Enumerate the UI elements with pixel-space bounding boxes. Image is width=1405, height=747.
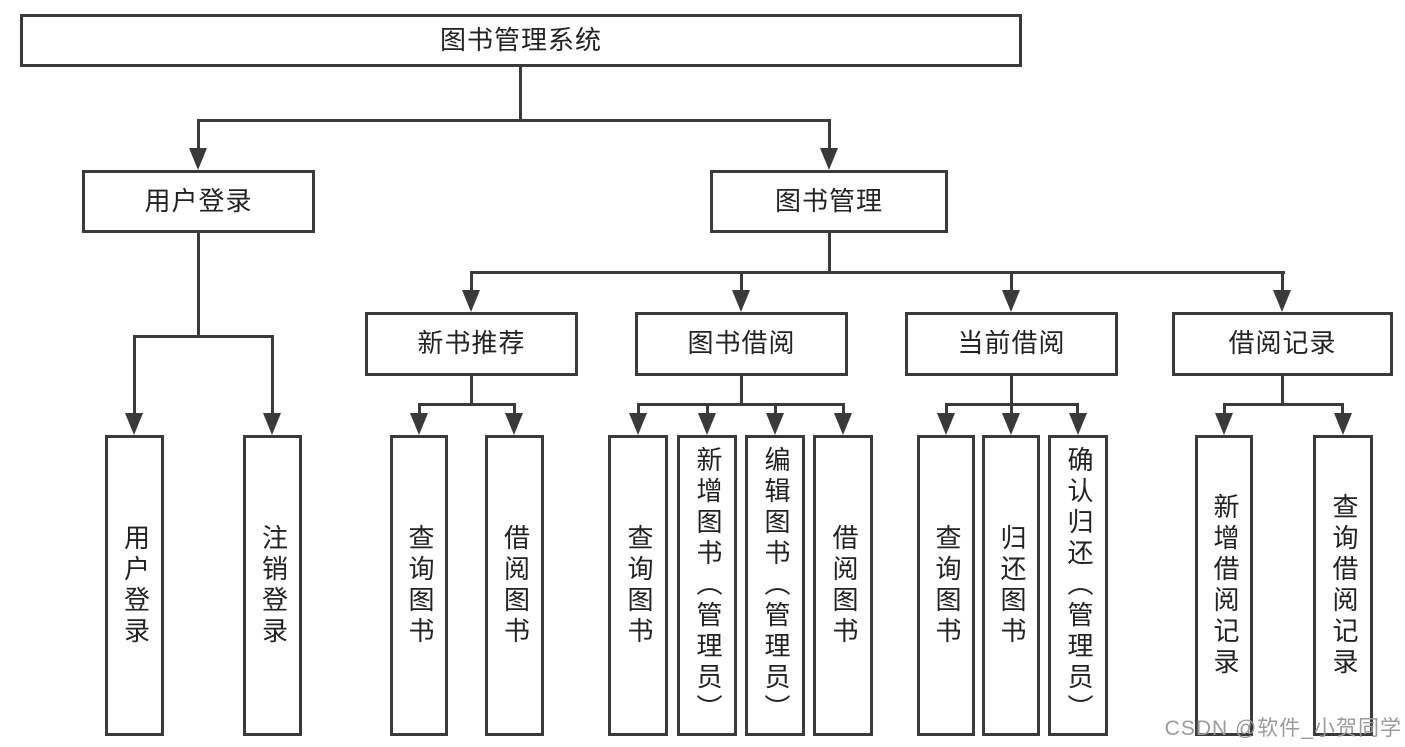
node-query-books-recommend: 查询图书 bbox=[390, 435, 448, 736]
node-new-book-recommendation: 新书推荐 bbox=[365, 312, 578, 376]
node-label-query-borrowing-record: 查询借阅记录 bbox=[1328, 492, 1359, 679]
node-label-confirm-return-admin: 确认归还（管理员） bbox=[1063, 446, 1094, 725]
connector-line bbox=[1281, 271, 1284, 295]
connector-line bbox=[740, 271, 743, 295]
node-user-login-branch: 用户登录 bbox=[82, 170, 315, 233]
connector-line bbox=[637, 403, 845, 406]
arrow-down-icon bbox=[1273, 290, 1291, 312]
csdn-watermark: CSDN @软件_小贺同学 bbox=[1164, 717, 1402, 740]
node-label-return-books: 归还图书 bbox=[996, 523, 1027, 648]
node-add-books-admin: 新增图书（管理员） bbox=[677, 435, 737, 736]
connector-line bbox=[133, 335, 274, 338]
connector-line bbox=[1341, 403, 1344, 418]
connector-line bbox=[1010, 375, 1013, 406]
node-logout-login: 注销登录 bbox=[243, 435, 302, 736]
node-label-borrow-books-recommend: 借阅图书 bbox=[500, 523, 531, 648]
connector-line bbox=[418, 403, 516, 406]
node-query-books-borrowing: 查询图书 bbox=[608, 435, 668, 736]
node-label-new-book-recommendation: 新书推荐 bbox=[417, 328, 526, 359]
arrow-down-icon bbox=[505, 413, 523, 435]
arrow-down-icon bbox=[1002, 290, 1020, 312]
node-current-borrowing: 当前借阅 bbox=[905, 312, 1118, 376]
connector-line bbox=[197, 232, 200, 338]
connector-line bbox=[470, 271, 473, 295]
node-user-login: 用户登录 bbox=[105, 435, 164, 736]
node-add-borrowing-record: 新增借阅记录 bbox=[1195, 435, 1253, 736]
node-query-borrowing-record: 查询借阅记录 bbox=[1313, 435, 1373, 736]
connector-line bbox=[519, 66, 522, 122]
connector-line bbox=[740, 375, 743, 406]
connector-line bbox=[470, 375, 473, 406]
node-label-book-management-branch: 图书管理 bbox=[774, 185, 883, 216]
node-label-borrowing-records: 借阅记录 bbox=[1228, 328, 1337, 359]
connector-line bbox=[774, 403, 777, 418]
node-label-add-borrowing-record: 新增借阅记录 bbox=[1209, 492, 1240, 679]
connector-line bbox=[945, 403, 948, 418]
node-label-current-borrowing: 当前借阅 bbox=[957, 328, 1066, 359]
node-return-books: 归还图书 bbox=[982, 435, 1040, 736]
arrow-down-icon bbox=[629, 413, 647, 435]
node-label-query-books-current: 查询图书 bbox=[931, 523, 962, 648]
connector-line bbox=[513, 403, 516, 418]
node-system-root: 图书管理系统 bbox=[20, 14, 1022, 67]
node-label-book-borrowing: 图书借阅 bbox=[687, 328, 796, 359]
node-book-management-branch: 图书管理 bbox=[710, 170, 948, 233]
arrow-down-icon bbox=[1334, 413, 1352, 435]
arrow-down-icon bbox=[410, 413, 428, 435]
node-label-query-books-borrowing: 查询图书 bbox=[623, 523, 654, 648]
node-label-add-books-admin: 新增图书（管理员） bbox=[692, 446, 723, 725]
arrow-down-icon bbox=[1215, 413, 1233, 435]
connector-line bbox=[197, 119, 831, 122]
node-query-books-current: 查询图书 bbox=[917, 435, 975, 736]
arrow-down-icon bbox=[766, 413, 784, 435]
node-confirm-return-admin: 确认归还（管理员） bbox=[1048, 435, 1108, 736]
node-label-logout-login: 注销登录 bbox=[258, 523, 289, 648]
connector-line bbox=[1010, 403, 1013, 418]
arrow-down-icon bbox=[834, 413, 852, 435]
node-label-user-login: 用户登录 bbox=[120, 523, 151, 648]
node-label-edit-books-admin: 编辑图书（管理员） bbox=[760, 446, 791, 725]
node-label-borrow-books-borrowing: 借阅图书 bbox=[828, 523, 859, 648]
connector-line bbox=[271, 335, 274, 418]
arrow-down-icon bbox=[189, 148, 207, 170]
connector-line bbox=[418, 403, 421, 418]
arrow-down-icon bbox=[1002, 413, 1020, 435]
arrow-down-icon bbox=[698, 413, 716, 435]
node-label-user-login-branch: 用户登录 bbox=[144, 185, 253, 216]
connector-line bbox=[197, 119, 200, 153]
connector-line bbox=[637, 403, 640, 418]
node-edit-books-admin: 编辑图书（管理员） bbox=[745, 435, 805, 736]
connector-line bbox=[470, 271, 1285, 274]
node-label-system-root: 图书管理系统 bbox=[439, 24, 602, 55]
connector-line bbox=[842, 403, 845, 418]
connector-line bbox=[1223, 403, 1344, 406]
arrow-down-icon bbox=[263, 413, 281, 435]
node-borrow-books-borrowing: 借阅图书 bbox=[813, 435, 873, 736]
arrow-down-icon bbox=[732, 290, 750, 312]
arrow-down-icon bbox=[937, 413, 955, 435]
connector-line bbox=[1076, 403, 1079, 418]
arrow-down-icon bbox=[462, 290, 480, 312]
node-label-query-books-recommend: 查询图书 bbox=[404, 523, 435, 648]
arrow-down-icon bbox=[125, 413, 143, 435]
node-book-borrowing: 图书借阅 bbox=[635, 312, 848, 376]
connector-line bbox=[133, 335, 136, 418]
connector-line bbox=[828, 232, 831, 274]
node-borrowing-records: 借阅记录 bbox=[1172, 312, 1393, 376]
connector-line bbox=[1223, 403, 1226, 418]
connector-line bbox=[828, 119, 831, 153]
arrow-down-icon bbox=[820, 148, 838, 170]
connector-line bbox=[1010, 271, 1013, 295]
connector-line bbox=[706, 403, 709, 418]
arrow-down-icon bbox=[1069, 413, 1087, 435]
node-borrow-books-recommend: 借阅图书 bbox=[485, 435, 544, 736]
connector-line bbox=[1281, 375, 1284, 406]
